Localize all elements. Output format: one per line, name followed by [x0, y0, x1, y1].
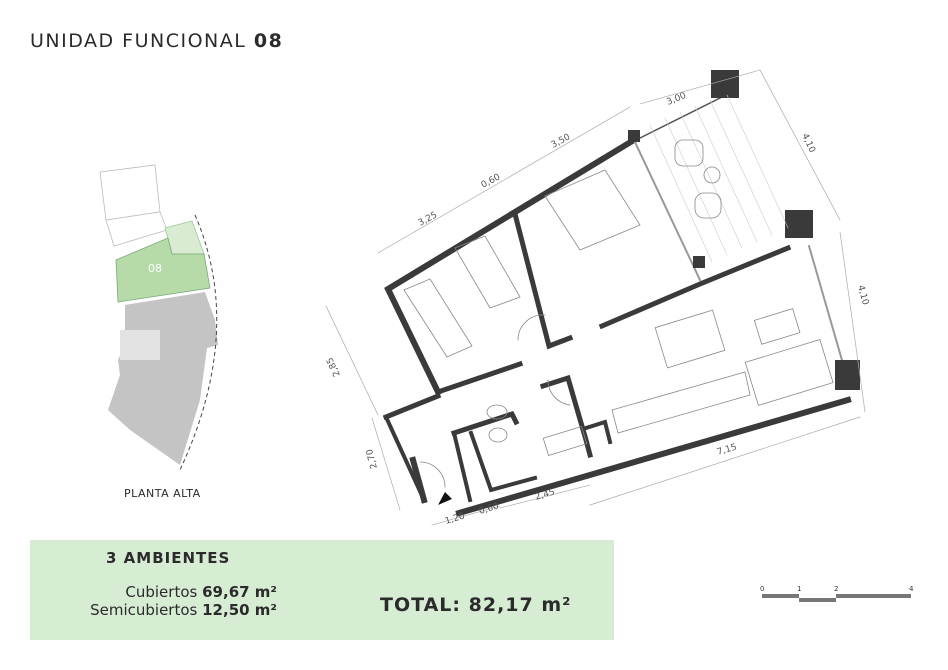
svg-text:3,25: 3,25 — [417, 210, 439, 228]
covered-label: Cubiertos — [125, 583, 198, 601]
floor-label: PLANTA ALTA — [124, 487, 201, 500]
title-prefix: UNIDAD FUNCIONAL — [30, 30, 247, 52]
total-value: 82,17 m² — [468, 594, 572, 616]
scale-tick: 0 — [760, 585, 765, 593]
unit-08-area[interactable] — [115, 237, 211, 303]
svg-text:7,15: 7,15 — [716, 442, 738, 457]
svg-text:3,00: 3,00 — [665, 91, 688, 108]
building-area — [108, 292, 218, 465]
rooms-count: 3 AMBIENTES — [106, 549, 231, 567]
total-area: TOTAL: 82,17 m² — [380, 594, 571, 616]
svg-text:4,10: 4,10 — [799, 132, 817, 155]
summary-panel: 3 AMBIENTES Cubiertos 69,67 m² Semicubie… — [30, 540, 614, 640]
scale-bar — [762, 594, 911, 602]
semicovered-value: 12,50 m² — [202, 601, 277, 619]
key-plan — [99, 164, 218, 471]
svg-text:4,10: 4,10 — [855, 284, 870, 306]
floor-plan — [325, 69, 866, 526]
unit-label: 08 — [148, 262, 162, 275]
scale-tick: 1 — [797, 585, 802, 593]
scale-tick: 2 — [834, 585, 839, 593]
boundary-arc — [179, 214, 218, 471]
semicovered-label: Semicubiertos — [90, 601, 198, 619]
svg-text:1,20: 1,20 — [444, 511, 466, 527]
page-title: UNIDAD FUNCIONAL 08 — [30, 30, 283, 52]
areas-breakdown: Cubiertos 69,67 m² Semicubiertos 12,50 m… — [90, 583, 277, 619]
unit-number: 08 — [253, 30, 284, 52]
svg-text:2,85: 2,85 — [325, 356, 343, 378]
svg-text:3,50: 3,50 — [550, 132, 573, 150]
svg-text:2,70: 2,70 — [365, 448, 380, 470]
scale-tick: 4 — [909, 585, 914, 593]
covered-value: 69,67 m² — [202, 583, 277, 601]
entrance-arrow-icon — [438, 492, 452, 505]
total-label: TOTAL: — [380, 594, 462, 616]
